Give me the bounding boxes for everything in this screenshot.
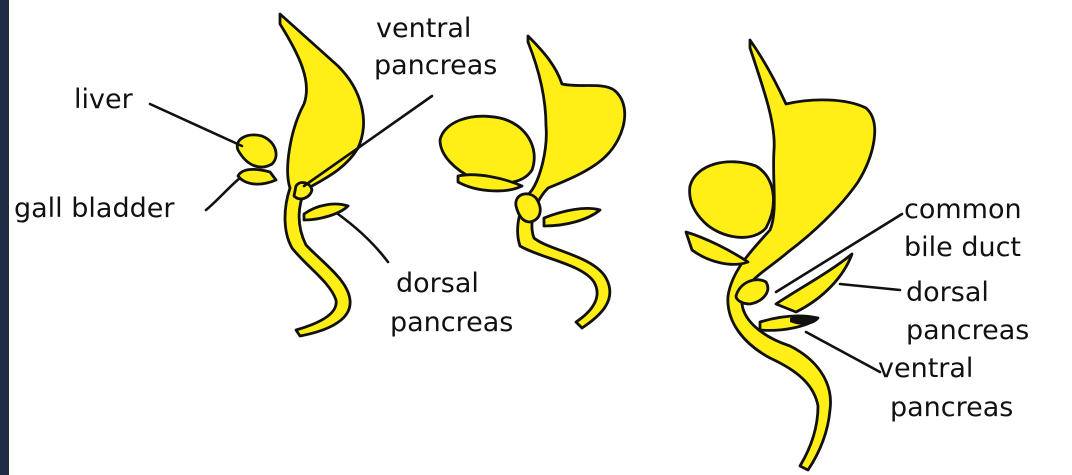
stage-1-gall-bladder: [238, 169, 276, 184]
label-stage3-dorsal-pancreas-line-2: pancreas: [906, 315, 1029, 346]
stage-1-dorsal-pancreas-leader-line: [338, 214, 388, 262]
stage-1-liver: [237, 135, 276, 167]
label-common-bile-duct-line-1: common: [904, 194, 1022, 225]
label-ventral-pancreas-line-1: ventral: [376, 13, 471, 44]
label-ventral-pancreas-line-2: pancreas: [374, 50, 497, 81]
label-common-bile-duct-line-2: bile duct: [904, 232, 1021, 263]
stage-2-liver: [440, 116, 534, 183]
label-dorsal-pancreas-line-2: pancreas: [390, 307, 513, 338]
label-dorsal-pancreas-line-1: dorsal: [396, 268, 479, 299]
stage-2-dorsal-bud: [544, 208, 600, 226]
label-gall-bladder: gall bladder: [14, 193, 174, 224]
stage-2-stomach-and-gut: [518, 36, 625, 328]
label-stage3-ventral-pancreas-line-1: ventral: [878, 353, 973, 384]
label-stage3-ventral-pancreas-line-2: pancreas: [890, 392, 1013, 423]
stage-1-liver-leader-line: [150, 104, 242, 146]
stage-1-ventral-bud: [294, 183, 312, 199]
stage-3-figure: [686, 40, 902, 470]
label-stage3-dorsal-pancreas-line-1: dorsal: [906, 277, 989, 308]
stage-3-liver: [690, 162, 774, 238]
label-liver: liver: [74, 84, 133, 115]
stage-3-dorsal-pancreas-leader-line: [840, 284, 900, 290]
stage-1-gall-bladder-leader-line: [206, 178, 240, 210]
